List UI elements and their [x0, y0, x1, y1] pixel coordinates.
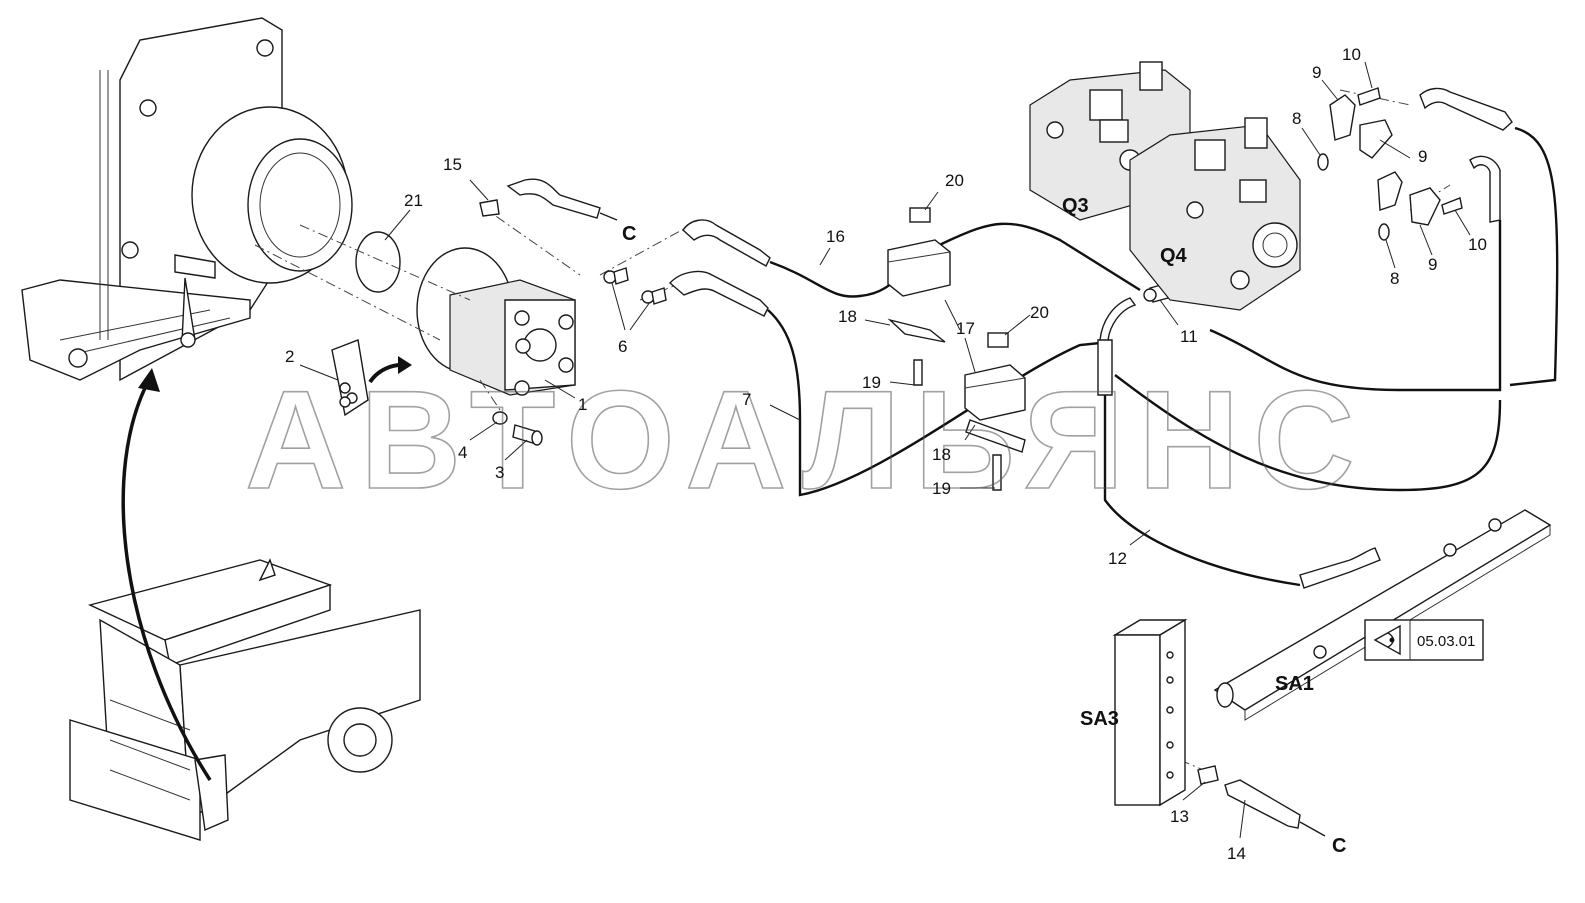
callout-8b: 8 — [1390, 269, 1399, 288]
bolts-10 — [1357, 87, 1463, 215]
callout-10b: 10 — [1468, 235, 1487, 254]
leader-lines — [299, 61, 1471, 839]
washer-4 — [492, 411, 508, 425]
mount-arrow — [368, 356, 412, 384]
label-q4: Q4 — [1160, 245, 1188, 267]
clamp-upper — [887, 207, 951, 386]
hose-to-c-top — [506, 178, 618, 221]
callout-17: 17 — [956, 319, 975, 338]
fittings-6 — [603, 267, 667, 305]
callout-7: 7 — [742, 390, 751, 409]
callout-1: 1 — [578, 395, 587, 414]
label-c-top: C — [622, 223, 636, 245]
callout-2: 2 — [285, 347, 294, 366]
callout-19a: 19 — [862, 373, 881, 392]
callout-15: 15 — [443, 155, 462, 174]
hose-12 — [1097, 297, 1381, 589]
hose-14 — [1224, 779, 1326, 837]
watermark: АВТОАЛЬЯНС — [245, 361, 1369, 518]
pump-assembly-q4 — [1129, 117, 1301, 311]
callout-16: 16 — [826, 227, 845, 246]
callout-20a: 20 — [945, 171, 964, 190]
callout-21: 21 — [404, 191, 423, 210]
callout-9c: 9 — [1428, 255, 1437, 274]
hydraulic-motor-1 — [416, 247, 576, 396]
plate-2 — [331, 339, 369, 417]
callout-18a: 18 — [838, 307, 857, 326]
callout-19b: 19 — [932, 479, 951, 498]
callout-12: 12 — [1108, 549, 1127, 568]
callout-numbers: 1 2 3 4 6 7 8 8 9 9 9 10 10 11 12 13 14 … — [285, 45, 1487, 863]
callout-20b: 20 — [1030, 303, 1049, 322]
callout-11: 11 — [1180, 327, 1198, 346]
flange-halves-9 — [1329, 94, 1441, 226]
distribution-block-sa3 — [1112, 618, 1188, 807]
label-q3: Q3 — [1062, 195, 1089, 217]
callout-6: 6 — [618, 337, 627, 356]
callout-9a: 9 — [1312, 63, 1321, 82]
return-hose — [1114, 87, 1559, 492]
asphalt-paver — [69, 558, 421, 841]
eye-icon — [1373, 624, 1401, 656]
callout-4: 4 — [458, 443, 467, 462]
callout-9b: 9 — [1418, 147, 1427, 166]
manifold-sa1 — [1213, 509, 1552, 721]
bolt-3 — [512, 424, 543, 446]
gearbox-housing — [21, 17, 353, 382]
o-ring-21 — [355, 231, 401, 293]
label-c-bottom: C — [1332, 835, 1346, 857]
fitting-15 — [479, 199, 500, 217]
callout-14: 14 — [1227, 844, 1246, 863]
label-sa1: SA1 — [1275, 673, 1314, 695]
o-rings-8 — [1317, 153, 1390, 241]
reference-label: 05.03.01 — [1417, 633, 1475, 650]
clamp-lower-17 — [964, 332, 1026, 491]
callout-3: 3 — [495, 463, 504, 482]
location-arrow — [121, 368, 212, 781]
callout-13: 13 — [1170, 807, 1189, 826]
label-sa3: SA3 — [1080, 708, 1119, 730]
callout-18b: 18 — [932, 445, 951, 464]
reference-box: 05.03.01 — [1364, 619, 1484, 661]
fitting-13 — [1197, 765, 1219, 785]
callout-8a: 8 — [1292, 109, 1301, 128]
callout-10a: 10 — [1342, 45, 1361, 64]
